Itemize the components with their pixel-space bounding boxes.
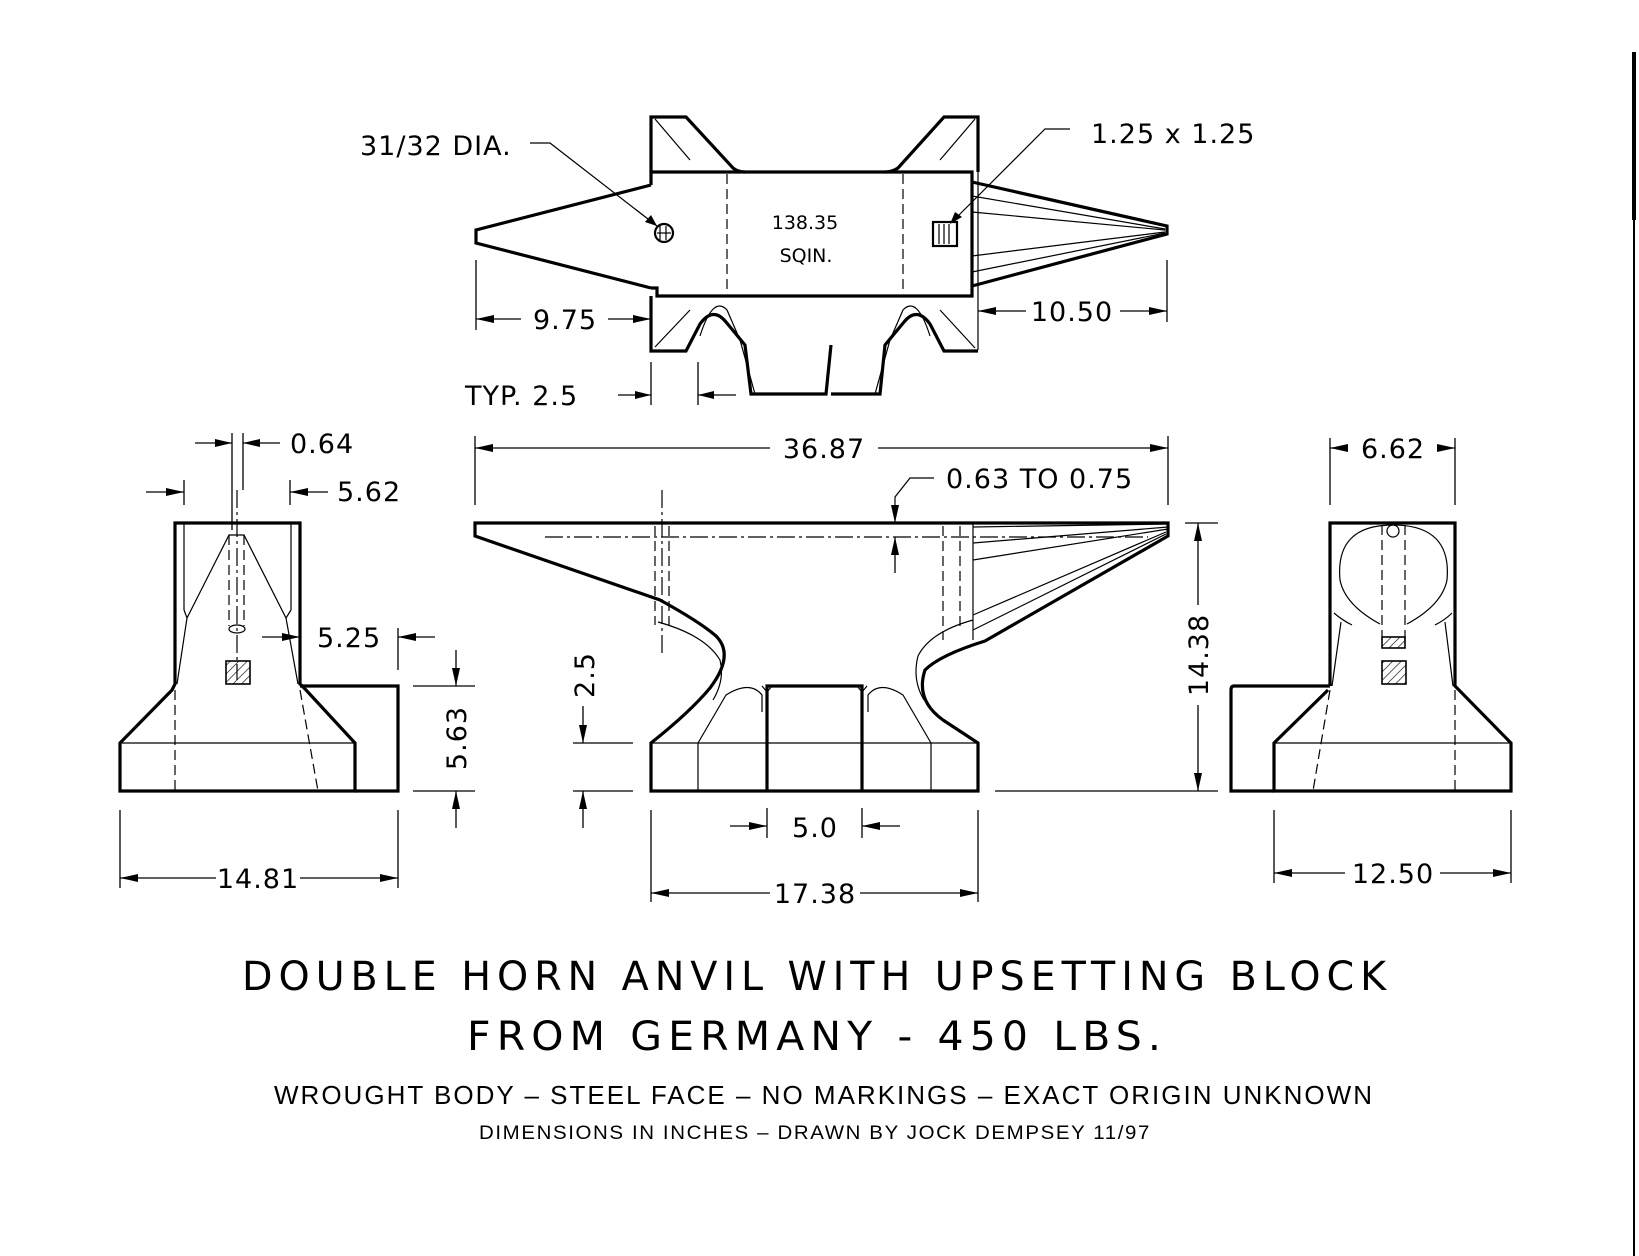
dim-overall-length: 36.87 (783, 434, 865, 465)
right-view-body (1272, 521, 1513, 793)
dim-base-width-right: 12.50 (1352, 859, 1434, 890)
top-face (649, 170, 974, 298)
title-block: DOUBLE HORN ANVIL WITH UPSETTING BLOCK F… (242, 954, 1392, 1144)
front-view-body (473, 521, 1170, 793)
dim-waist-width: 5.25 (317, 623, 381, 654)
right-end-view: 6.62 12.50 (1229, 434, 1513, 890)
round-hole (653, 222, 675, 244)
square-hole-label: 1.25 x 1.25 (1091, 119, 1255, 150)
top-foot-upper-right (884, 115, 980, 174)
dim-face-thickness: 0.63 TO 0.75 (946, 464, 1133, 495)
dim-waist-width-front: 5.0 (792, 813, 838, 844)
face-area-unit: SQIN. (780, 245, 833, 267)
footer-credits: DIMENSIONS IN INCHES – DRAWN BY JOCK DEM… (479, 1123, 1151, 1144)
dim-face-width-left: 5.62 (337, 477, 401, 508)
top-view: 138.35 SQIN. 31/32 DIA. 1.25 x 1.25 9.75… (360, 115, 1255, 412)
round-hole-label: 31/32 DIA. (360, 131, 512, 162)
front-view: 36.87 0.63 TO 0.75 14.38 2.5 5.0 (473, 434, 1218, 910)
top-left-horn (474, 183, 652, 290)
right-hatched-section (1381, 660, 1407, 685)
dim-block-height: 5.63 (442, 706, 473, 770)
top-right-horn (971, 180, 1169, 288)
top-foot-lower-left (649, 296, 833, 396)
dim-base-length: 17.38 (774, 879, 856, 910)
top-foot-lower-right (831, 312, 978, 396)
square-hole (931, 220, 959, 248)
dim-face-width-right: 6.62 (1361, 434, 1425, 465)
dim-base-width-left: 14.81 (217, 864, 299, 895)
left-end-view: 0.64 5.62 5.25 5.63 14.81 (118, 429, 475, 895)
left-hatched-section (225, 660, 251, 685)
dim-right-horn: 10.50 (1031, 297, 1113, 328)
dim-foot-height: 2.5 (570, 652, 601, 698)
subtitle: WROUGHT BODY – STEEL FACE – NO MARKINGS … (274, 1080, 1374, 1110)
title-line-1: DOUBLE HORN ANVIL WITH UPSETTING BLOCK (242, 954, 1392, 1000)
face-area-value: 138.35 (772, 212, 838, 234)
dim-overall-height: 14.38 (1184, 614, 1215, 696)
dim-hole-width: 0.64 (290, 429, 354, 460)
dim-left-horn: 9.75 (533, 305, 597, 336)
dim-foot-gap: TYP. 2.5 (464, 381, 578, 412)
title-line-2: FROM GERMANY - 450 LBS. (467, 1014, 1167, 1060)
top-foot-upper-left (649, 115, 746, 174)
